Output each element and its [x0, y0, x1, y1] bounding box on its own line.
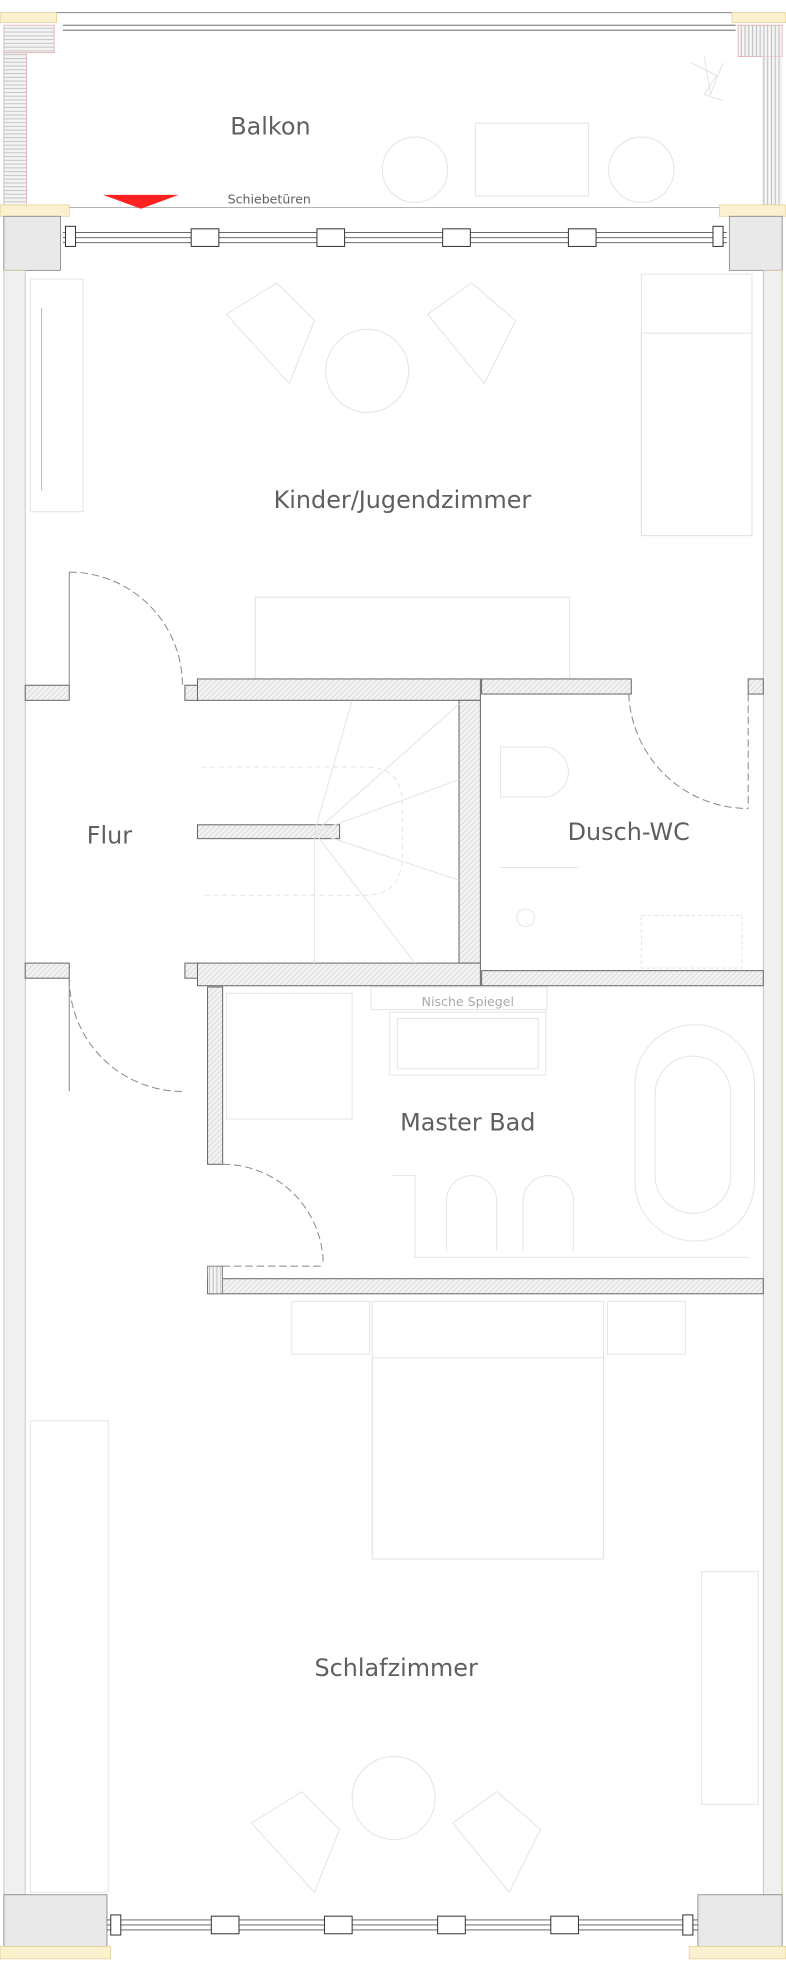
annotation-nische-spiegel: Nische Spiegel — [422, 994, 514, 1009]
outer-wall-left — [3, 269, 26, 1896]
flur-walls — [24, 571, 183, 1092]
schlafzimmer-furniture — [29, 1300, 759, 1894]
balcony — [0, 12, 786, 217]
room-label-balkon: Balkon — [230, 113, 310, 141]
room-label-master-bad: Master Bad — [400, 1108, 535, 1136]
window-bottom — [0, 1894, 786, 1960]
room-label-kinder: Kinder/Jugendzimmer — [274, 486, 532, 514]
sliding-door-arrow — [103, 194, 179, 209]
kinder-furniture — [29, 273, 753, 680]
room-label-dusch-wc: Dusch-WC — [568, 818, 690, 846]
dusch-wc-walls — [481, 678, 764, 987]
annotation-schiebetueren: Schiebetüren — [228, 192, 311, 207]
room-label-flur: Flur — [87, 822, 132, 850]
window-top — [3, 215, 783, 271]
master-bad-walls — [207, 986, 764, 1295]
stair-core — [184, 678, 481, 987]
room-label-schlafzimmer: Schlafzimmer — [315, 1654, 478, 1682]
outer-wall-right — [762, 269, 783, 1896]
